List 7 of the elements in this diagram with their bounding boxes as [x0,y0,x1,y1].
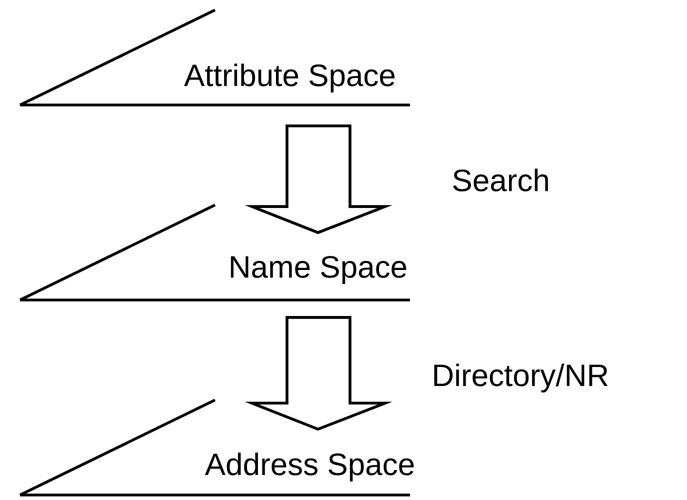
edge-label: Directory/NR [434,364,608,392]
block-arrow [244,124,392,234]
space-wedge: Name Space [19,204,410,302]
space-wedge: Attribute Space [19,8,410,106]
edge-label: Search [453,168,548,192]
block-arrow [244,316,392,431]
space-wedge: Address Space [19,398,414,496]
